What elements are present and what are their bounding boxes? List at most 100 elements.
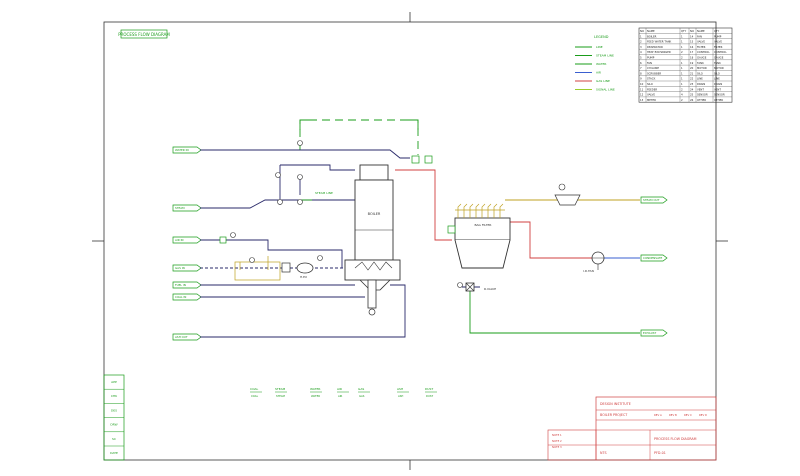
table-cell: 2 (640, 40, 642, 44)
process-lines (200, 119, 640, 338)
table-cell: FILTER (697, 45, 706, 49)
signal-taps (239, 256, 269, 270)
bag-filter: BAG FILTER R.VALVE (454, 203, 511, 292)
table-cell: FAN (697, 34, 702, 38)
legend-label: WATER (596, 62, 606, 66)
instrument-5 (297, 199, 303, 205)
table-cell: FILTER (714, 45, 723, 49)
table-cell: 17 (690, 50, 694, 54)
pulse-jet-pipe (475, 203, 480, 218)
outlet-tag: STEAM OUT (640, 196, 668, 204)
table-cell: 2 (681, 98, 683, 102)
tb-drawing-no: PFD-01 (654, 451, 666, 455)
outlet-tag: CONDENSATE (640, 254, 668, 262)
title-block-frame (595, 396, 717, 461)
bottom-note: DUST (425, 387, 433, 391)
hx-shell (296, 262, 314, 274)
table-cell: 19 (690, 61, 694, 65)
inlet-tag-shape (172, 146, 202, 154)
inlet-tag: GAS IN (172, 264, 202, 272)
branch-line-1 (280, 164, 355, 171)
table-cell: 14 (690, 34, 694, 38)
table-cell: FEED WATER TANK (647, 40, 672, 44)
table-cell: CONTROL (697, 50, 710, 54)
tb-note: NOTE 1 (552, 433, 562, 437)
table-cell: 1 (681, 82, 683, 86)
table-cell: 5 (640, 56, 642, 60)
table-header-cell: NAME (647, 29, 655, 33)
inlet-tag-label: WATER IN (175, 148, 189, 152)
bottom-note: COAL (250, 387, 258, 391)
inlet-tag-shape (172, 281, 202, 289)
cyclone-body (554, 194, 581, 206)
control-box-2 (424, 155, 433, 164)
bottom-note: WATER (310, 387, 320, 391)
control-box-1 (411, 155, 420, 164)
grate-zigzag (354, 261, 393, 271)
bottom-note: GAS (358, 387, 364, 391)
control-box-3 (447, 225, 456, 234)
tb-note: NOTE 2 (552, 439, 562, 443)
table-cell: 2 (681, 50, 683, 54)
title-tag: PROCESS FLOW DIAGRAM (118, 32, 170, 37)
table-cell: PUMP (647, 56, 655, 60)
tb-revision: REV B (669, 413, 677, 417)
table-cell: SILO (647, 82, 653, 86)
table-cell: 3 (640, 45, 642, 49)
outlet-tag-label: EXHAUST (643, 331, 657, 335)
table-cell: 16 (690, 45, 694, 49)
inlet-tag-label: STEAM (175, 206, 185, 210)
table-cell: SENSOR (714, 93, 725, 97)
table-cell: 22 (690, 77, 694, 81)
table-cell: LINE (714, 77, 720, 81)
rotary-valve-label: R.VALVE (484, 287, 496, 291)
side-stamp-cell: CHK (111, 394, 118, 398)
table-cell: 25 (690, 93, 694, 97)
bottom-notes: COALCOALSTEAMSTEAMWATERWATERAIRAIRGASGAS… (250, 387, 437, 398)
boiler-label: BOILER (368, 212, 381, 216)
table-cell: FEEDER (647, 87, 657, 91)
table-cell: 24 (690, 87, 694, 91)
table-header-cell: NO (690, 29, 694, 33)
legend-label: STEAM LINE (596, 54, 614, 58)
table-cell: 1 (640, 34, 642, 38)
pulse-jet-pipe (469, 203, 474, 218)
tb-revision: REV A (654, 413, 662, 417)
table-cell: 4 (640, 50, 642, 54)
tb-scale: NTS (600, 451, 607, 455)
table-cell: 6 (640, 61, 642, 65)
table-cell: 1 (681, 40, 683, 44)
bottom-note: ASH (397, 387, 403, 391)
table-cell: METER (647, 98, 656, 102)
heater-box (234, 261, 281, 281)
inlet-tag-label: GAS IN (175, 266, 185, 270)
table-cell: 2 (681, 87, 683, 91)
instrument-7 (249, 257, 255, 263)
tb-company: DESIGN INSTITUTE (600, 402, 631, 406)
inlet-tag-label: AIR IN (175, 238, 184, 242)
heat-exchanger: H.EX (234, 261, 314, 281)
bottom-note: AIR (337, 387, 342, 391)
table-cell: 21 (690, 71, 694, 75)
water-feed-line (200, 149, 410, 159)
table-cell: VALVE (647, 93, 655, 97)
table-cell: DRAIN (714, 82, 722, 86)
inlet-tag: AIR IN (172, 236, 202, 244)
instrument-4 (277, 199, 283, 205)
outlet-tag-label: STEAM OUT (643, 198, 660, 202)
bottom-note-sub: STEAM (276, 394, 285, 398)
table-cell: 11 (640, 87, 644, 91)
vent-line (299, 119, 419, 155)
table-cell: 26 (690, 98, 694, 102)
table-cell: 1 (681, 61, 683, 65)
table-cell: 7 (640, 66, 642, 70)
table-cell: PUMP (714, 34, 722, 38)
table-cell: HEAT EXCHANGER (647, 50, 671, 54)
inlet-tag: COAL IN (172, 293, 202, 301)
pulse-jet-pipe (481, 203, 486, 218)
pulse-jet-pipe (487, 203, 492, 218)
